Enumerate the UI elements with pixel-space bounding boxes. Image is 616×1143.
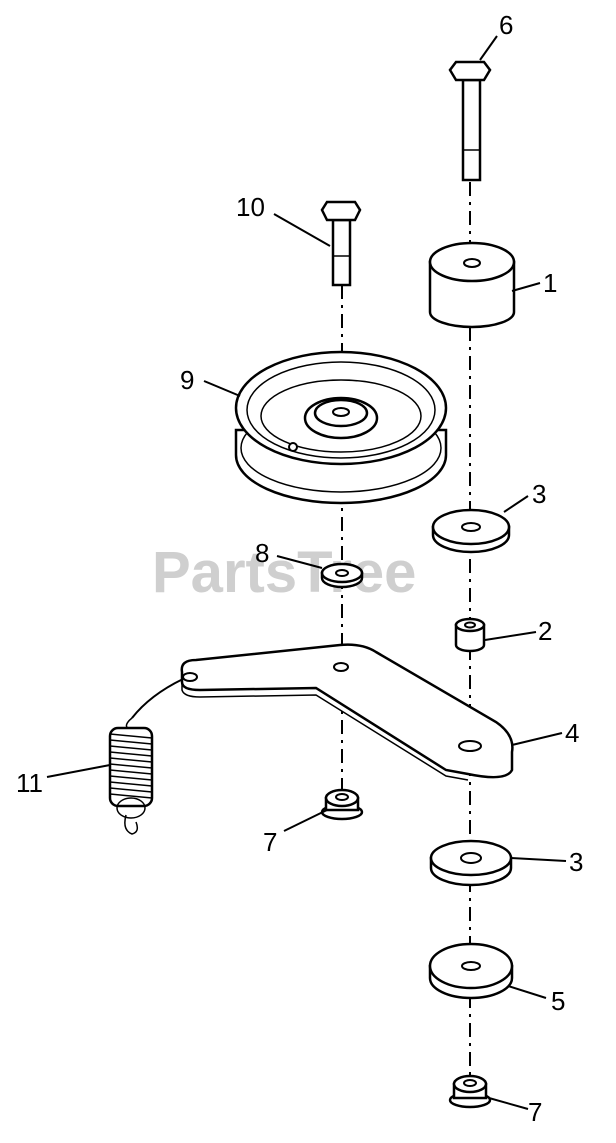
watermark-text: PartsTree xyxy=(152,540,416,605)
part-1-spacer xyxy=(428,241,516,329)
leader-lines xyxy=(46,35,567,1110)
part-4-idler-arm xyxy=(180,643,514,781)
callout-7-left: 7 xyxy=(263,827,277,857)
part-9-pulley xyxy=(234,350,448,505)
callout-9: 9 xyxy=(180,365,194,395)
part-8-washer xyxy=(320,562,364,589)
part-7-nut-left xyxy=(320,788,364,821)
part-5-plate xyxy=(428,942,514,1000)
part-3-washer-lower xyxy=(429,839,513,887)
callout-3-lower: 3 xyxy=(569,847,583,877)
callout-5: 5 xyxy=(551,986,565,1016)
callout-4: 4 xyxy=(565,718,579,748)
callout-8: 8 xyxy=(255,538,269,568)
callout-2: 2 xyxy=(538,616,552,646)
part-3-washer-upper xyxy=(431,508,511,554)
callout-6: 6 xyxy=(499,10,513,40)
part-11-spring xyxy=(108,678,184,835)
callout-7-bottom: 7 xyxy=(528,1097,542,1127)
callout-11: 11 xyxy=(16,768,43,798)
callout-1: 1 xyxy=(543,268,557,298)
part-2-bushing xyxy=(454,617,486,653)
callout-3-upper: 3 xyxy=(532,479,546,509)
part-7-nut-bottom xyxy=(448,1074,492,1109)
part-6-bolt xyxy=(448,60,492,182)
callout-10: 10 xyxy=(236,192,265,222)
part-10-bolt xyxy=(320,200,362,287)
